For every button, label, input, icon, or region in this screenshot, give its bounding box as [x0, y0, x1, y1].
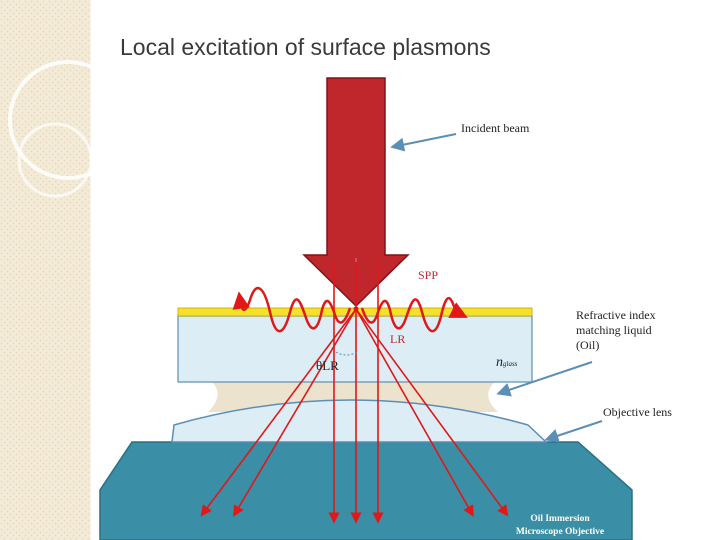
refractive-line-2: matching liquid — [576, 323, 652, 337]
spp-wave-right — [360, 297, 468, 333]
objective-lens — [171, 399, 548, 443]
objective-lens-pointer — [544, 420, 603, 443]
glass-slide — [177, 315, 533, 383]
refractive-line-3: (Oil) — [576, 338, 600, 352]
lr-label: LR — [390, 332, 406, 346]
refractive-line-1: Refractive index — [576, 308, 656, 322]
leakage-rays — [200, 308, 509, 517]
decorative-sidebar — [0, 0, 128, 540]
incident-beam-arrow — [302, 77, 410, 308]
theta-lr-label: θLR — [316, 358, 339, 374]
lr-ray-outer-left — [200, 308, 357, 517]
n-glass-label: nglass — [496, 355, 517, 371]
objective-caption-line-1: Oil Immersion — [530, 514, 590, 524]
objective-lens-label: Objective lens — [603, 405, 672, 419]
theta-symbol: θ — [316, 358, 323, 373]
theta-angle-arc — [335, 351, 359, 356]
spp-label: SPP — [418, 268, 439, 282]
incident-beam-label: Incident beam — [461, 121, 530, 135]
lr-ray-inner-left — [233, 308, 357, 517]
n-subscript: glass — [503, 360, 518, 368]
incident-beam-pointer — [390, 133, 457, 152]
lr-ray-outer-right — [355, 308, 509, 517]
oil-pointer — [496, 361, 593, 397]
transmitted-rays — [328, 262, 384, 524]
objective-caption-line-2: Microscope Objective — [515, 527, 605, 537]
refractive-index-label: Refractive index matching liquid (Oil) — [576, 308, 656, 353]
slide-title: Local excitation of surface plasmons — [120, 34, 491, 60]
n-symbol: n — [496, 355, 503, 370]
lr-ray-inner-right — [355, 308, 474, 517]
objective-caption: Oil Immersion Microscope Objective — [505, 513, 615, 539]
theta-subscript: LR — [322, 358, 339, 373]
